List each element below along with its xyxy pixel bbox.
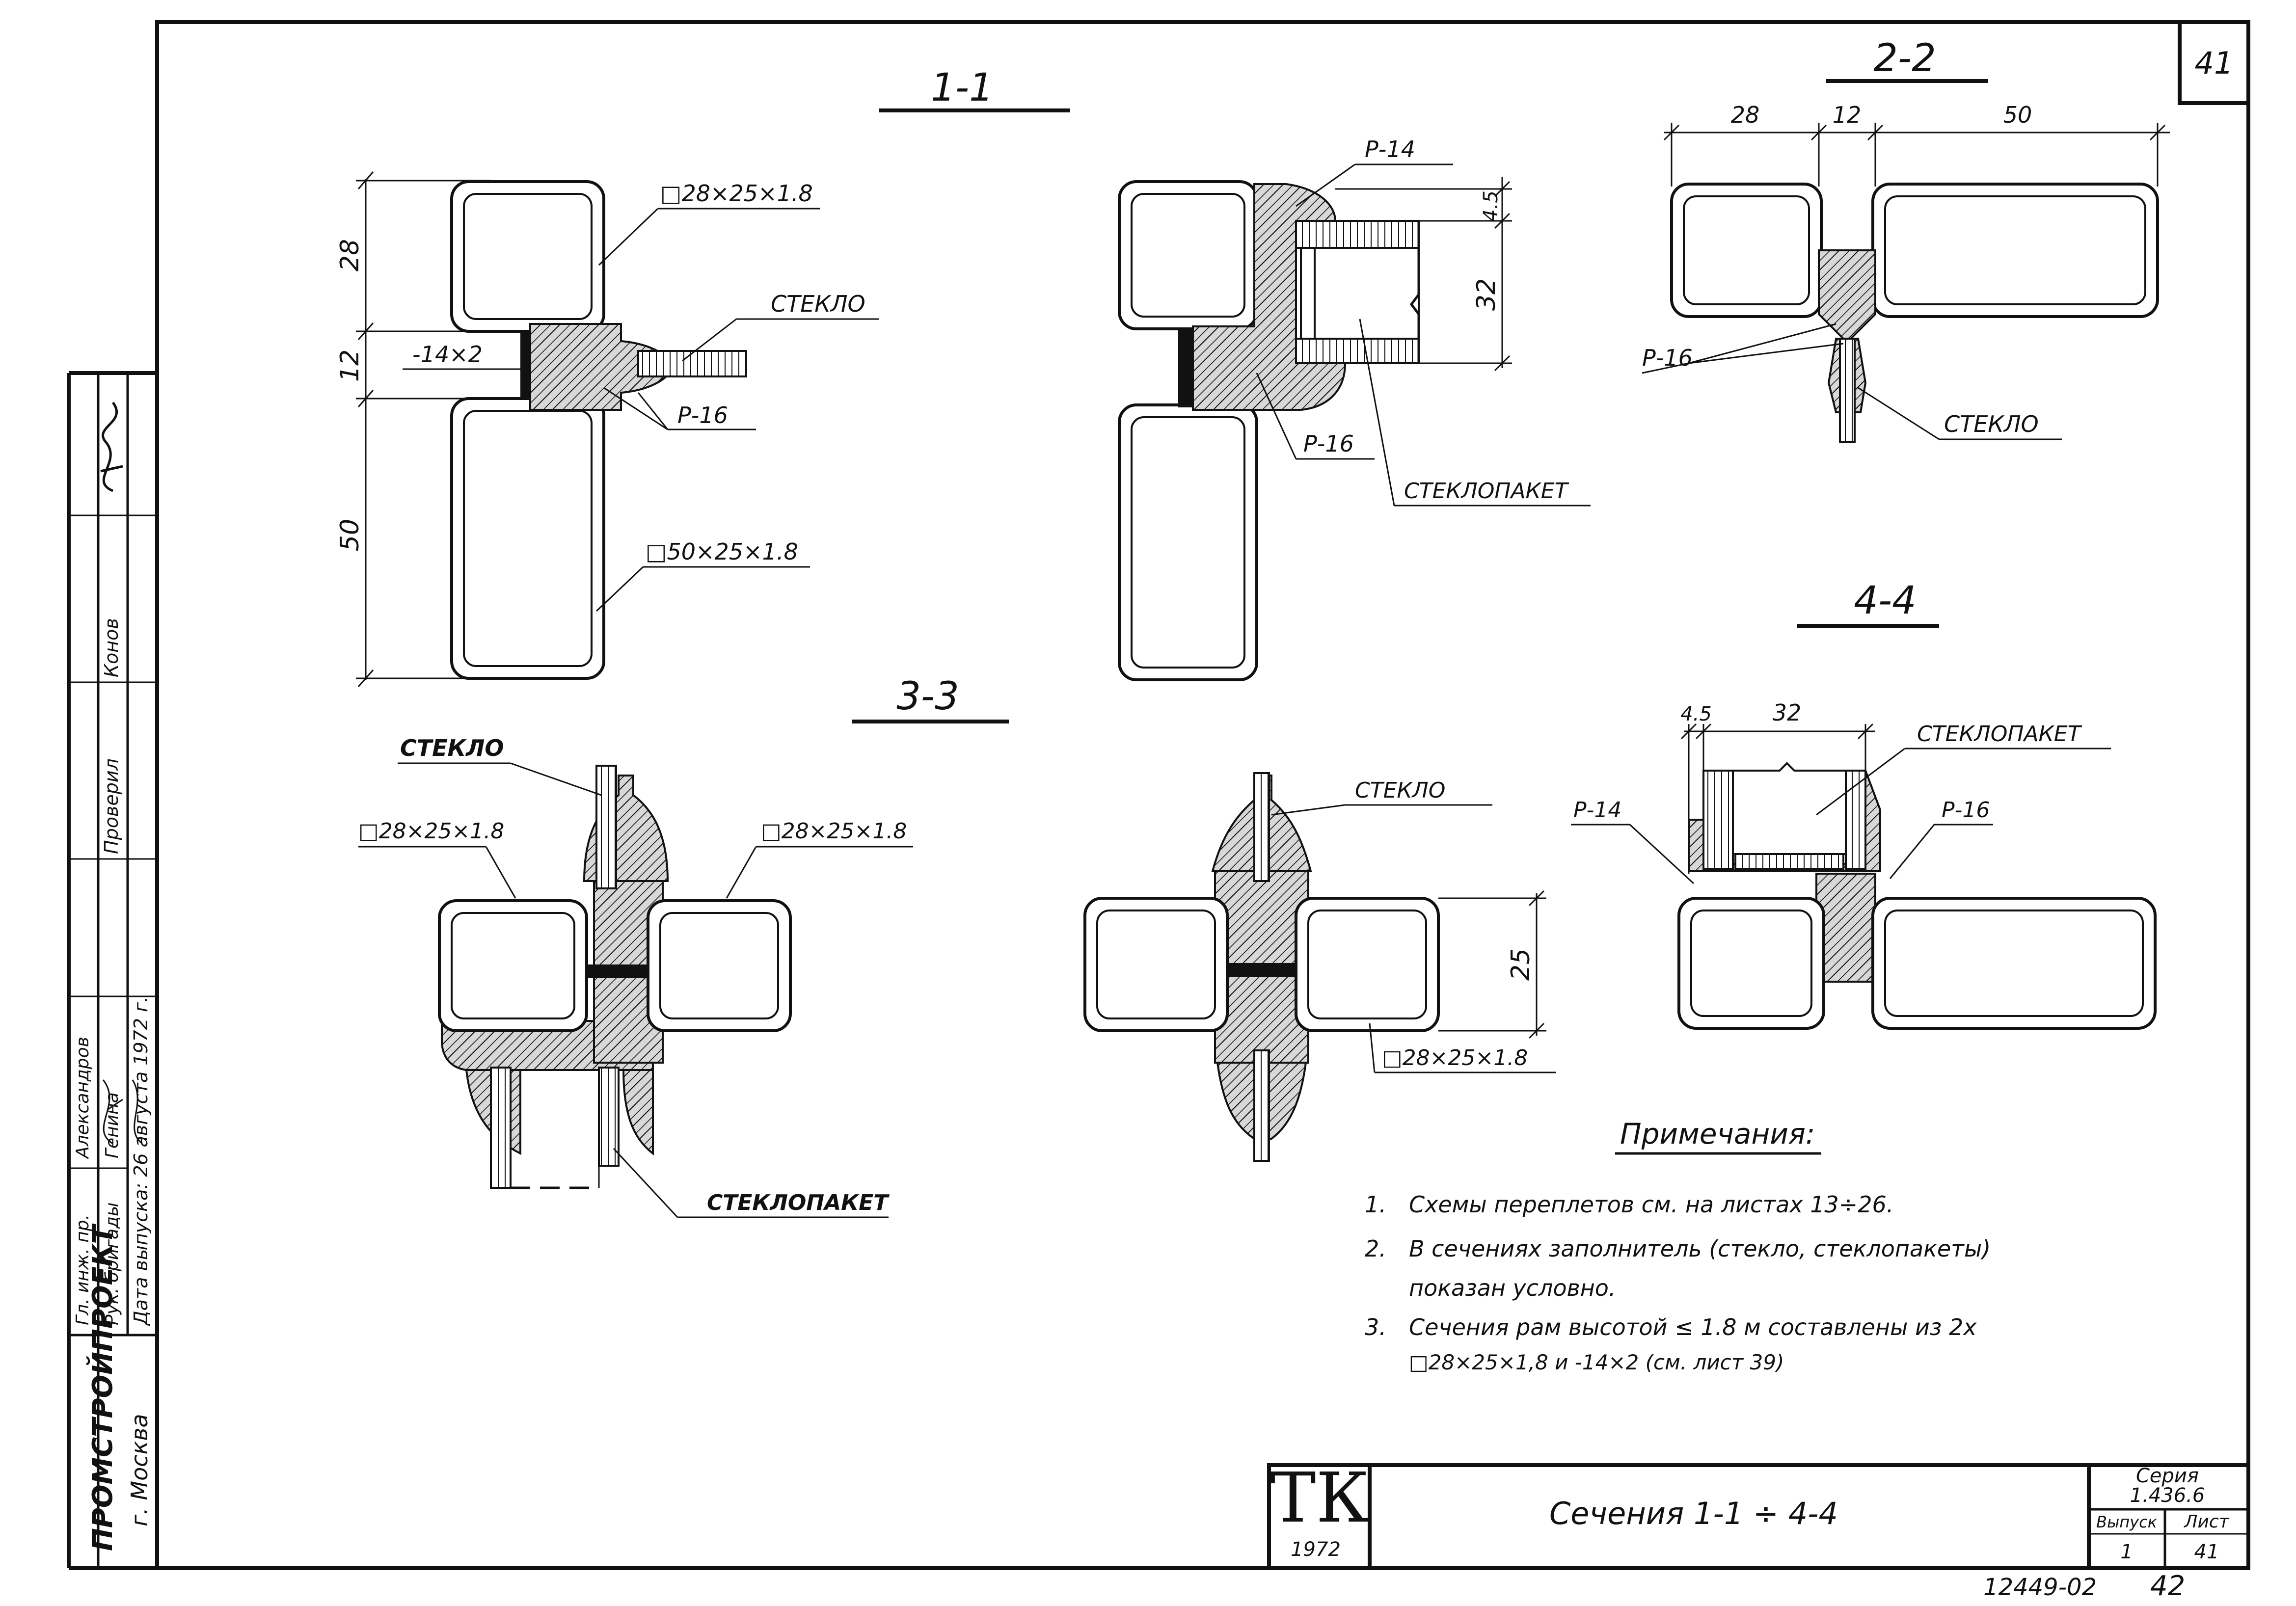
section-title-2-2: 2-2	[1873, 36, 1936, 80]
label-glazing-unit: СТЕКЛОПАКЕТ	[707, 1190, 890, 1215]
label-seal: Р-16	[677, 402, 728, 428]
label-strip: -14×2	[412, 341, 483, 368]
section-1-1: 1-1 28 12 50 □28×25×1.8 СТЕКЛО -14×2	[335, 66, 1070, 687]
side-stamp-city: г. Москва	[126, 1414, 153, 1526]
note-number: 3.	[1365, 1314, 1386, 1340]
sheet-value: 41	[2194, 1541, 2219, 1563]
label-tube-top: □28×25×1.8	[660, 180, 813, 207]
sheet-frame	[67, 20, 2250, 1570]
label-seal-p14: Р-14	[1573, 798, 1621, 823]
stamp-page: 42	[2150, 1570, 2185, 1602]
label-seal-p16: Р-16	[1642, 345, 1693, 371]
section-title-1-1: 1-1	[931, 66, 993, 110]
side-stamp: ПРОМСТРОЙПРОЕКТ г. Москва Гл. инж. пр. Р…	[69, 373, 157, 1568]
sheet-number: 41	[2195, 45, 2234, 81]
issue-label: Выпуск	[2096, 1513, 2158, 1531]
dim-4-5: 4.5	[1480, 190, 1502, 222]
issue-value: 1	[2120, 1541, 2133, 1563]
dim-50: 50	[2003, 102, 2032, 128]
label-seal-p14: Р-14	[1365, 136, 1415, 162]
section-1-1-glazing-unit: 4.5 32 Р-14 Р-16 СТЕКЛОПАКЕТ	[1118, 136, 1591, 681]
stamp-number: 12449-02	[1983, 1574, 2097, 1601]
drawing-title: Сечения 1-1 ÷ 4-4	[1549, 1496, 1838, 1531]
tube-28x25	[450, 180, 605, 333]
label-tube-right: □28×25×1.8	[761, 819, 907, 844]
dim-28: 28	[1731, 102, 1760, 128]
note-1-line-1: Схемы переплетов см. на листах 13÷26.	[1409, 1191, 1893, 1218]
label-glass: СТЕКЛО	[400, 735, 504, 761]
section-title-4-4: 4-4	[1854, 579, 1916, 623]
section-4-4: 4-4 4.5 32 СТЕКЛОПАКЕТ Р-14 Р-16	[1571, 579, 2157, 1030]
label-glass: СТЕКЛО	[771, 291, 865, 317]
side-stamp-role-1: Гл. инж. пр.	[73, 1214, 93, 1325]
signature-mark	[132, 1079, 143, 1145]
glass-pane	[595, 765, 617, 889]
side-stamp-name-1: Александров	[73, 1037, 93, 1159]
title-block: ТК 1972 Сечения 1-1 ÷ 4-4 Серия 1.436.6 …	[1267, 1458, 2250, 1570]
side-stamp-name-3: Конов	[101, 618, 122, 677]
dim-12: 12	[335, 349, 365, 382]
section-title-3-3: 3-3	[896, 674, 959, 719]
label-tube-bottom: □50×25×1.8	[646, 538, 798, 565]
label-glass: СТЕКЛО	[1944, 411, 2039, 437]
section-3-3: 3-3 СТЕКЛО □28×25×1.8 □28×25×1.8 СТЕКЛ	[358, 674, 1009, 1218]
signature-mark	[102, 1079, 123, 1145]
notes-heading: Примечания:	[1620, 1117, 1815, 1151]
note-2-line-2: показан условно.	[1409, 1275, 1616, 1301]
side-stamp-date: Дата выпуска: 26 августа 1972 г.	[130, 996, 152, 1326]
label-glazing-unit: СТЕКЛОПАКЕТ	[1917, 722, 2082, 747]
dim-32: 32	[1773, 699, 1802, 726]
note-3-line-1: Сечения рам высотой ≤ 1.8 м составлены и…	[1409, 1314, 1977, 1340]
dim-32: 32	[1472, 278, 1501, 311]
side-stamp-role-2: Рук. бригады	[102, 1203, 122, 1325]
glass-pane	[637, 350, 747, 377]
dim-25: 25	[1506, 948, 1536, 981]
dim-4-5: 4.5	[1680, 703, 1712, 725]
notes-block: Примечания: 1. Схемы переплетов см. на л…	[1365, 1117, 1991, 1374]
signature-mark	[100, 402, 123, 492]
dim-12: 12	[1833, 102, 1862, 128]
sheet-label: Лист	[2183, 1512, 2229, 1532]
label-tube: □28×25×1.8	[1382, 1045, 1528, 1071]
side-stamp-name-2: Генина	[102, 1092, 122, 1158]
series-value: 1.436.6	[2130, 1484, 2205, 1507]
dim-50: 50	[335, 519, 365, 551]
note-number: 1.	[1365, 1191, 1386, 1218]
label-tube-left: □28×25×1.8	[358, 819, 504, 844]
label-seal-p16: Р-16	[1942, 798, 1990, 823]
title-year: 1972	[1291, 1538, 1341, 1561]
section-2-2: 2-2 28 12 50 Р-16 СТЕКЛО	[1642, 36, 2170, 443]
series-label: Серия	[2136, 1465, 2199, 1487]
note-3-line-2: □28×25×1,8 и -14×2 (см. лист 39)	[1409, 1350, 1784, 1374]
side-stamp-org: ПРОМСТРОЙПРОЕКТ	[86, 1223, 119, 1551]
label-glazing-unit: СТЕКЛОПАКЕТ	[1404, 479, 1569, 504]
dim-28: 28	[335, 239, 365, 271]
side-stamp-role-3: Проверил	[101, 758, 122, 854]
label-seal-p16: Р-16	[1303, 430, 1354, 457]
tube-50x25	[450, 397, 605, 680]
note-number: 2.	[1365, 1235, 1386, 1262]
logo-tk: ТК	[1270, 1458, 1369, 1538]
section-3-3-glass: СТЕКЛО 25 □28×25×1.8	[1083, 772, 1556, 1162]
note-2-line-1: В сечениях заполнитель (стекло, стеклопа…	[1409, 1235, 1991, 1262]
label-glass: СТЕКЛО	[1355, 778, 1445, 803]
